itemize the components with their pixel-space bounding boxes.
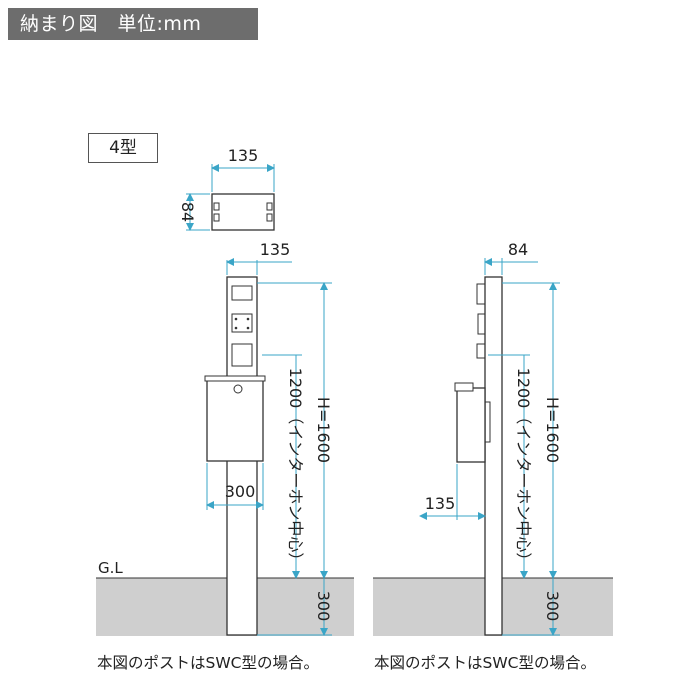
front-height: H=1600 <box>314 397 333 463</box>
top-depth-label: 84 <box>178 202 197 222</box>
type-label: 4型 <box>88 133 158 163</box>
side-post-offset: 135 <box>425 494 456 513</box>
front-post-width: 300 <box>225 482 256 501</box>
side-pole <box>484 276 503 636</box>
side-intercom-center: 1200（インターホン中心） <box>514 368 533 569</box>
front-intercom <box>231 343 253 367</box>
top-width-label: 135 <box>228 146 259 165</box>
caption-front: 本図のポストはSWC型の場合。 <box>97 654 319 672</box>
front-intercom-center: 1200（インターホン中心） <box>286 368 305 569</box>
side-embed: 300 <box>543 591 562 622</box>
page-title: 納まり図 単位:mm <box>8 8 258 40</box>
side-pole-depth: 84 <box>508 240 528 259</box>
caption-side: 本図のポストはSWC型の場合。 <box>374 654 596 672</box>
side-post-box <box>456 387 486 463</box>
ground-label: G.L <box>98 559 123 577</box>
front-post-box <box>206 378 264 462</box>
ground-front <box>96 578 354 636</box>
top-view: 135 84 <box>178 146 275 231</box>
side-view: 84 135 1200（インターホン中心） H=1600 300 <box>419 240 562 636</box>
side-height: H=1600 <box>543 397 562 463</box>
front-embed: 300 <box>314 591 333 622</box>
front-pole-width: 135 <box>260 240 291 259</box>
front-view: 135 300 1200（インターホン中心） H=1600 300 <box>204 240 333 636</box>
side-intercom <box>476 343 486 359</box>
